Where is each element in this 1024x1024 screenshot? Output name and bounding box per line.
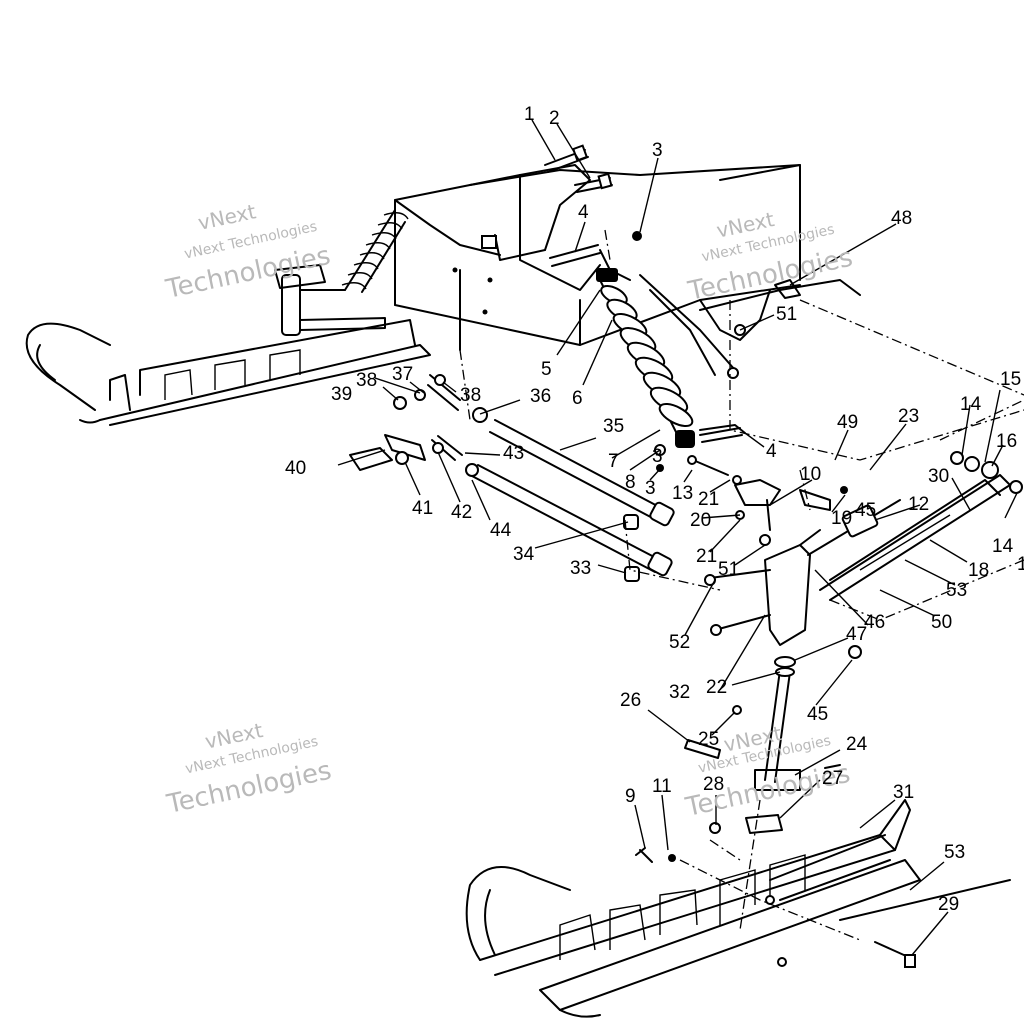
part-label: 29 (938, 894, 959, 915)
part-label: 35 (603, 416, 624, 437)
steering-arm (684, 645, 862, 834)
left-ski (25, 319, 431, 426)
part-label: 7 (608, 451, 619, 472)
ski-spindle (704, 499, 901, 646)
label-leaders (337, 119, 1018, 956)
part-label: 6 (572, 388, 583, 409)
part-label: 1 (1017, 554, 1024, 575)
part-label: 45 (855, 500, 876, 521)
part-label: 14 (992, 536, 1014, 557)
part-label: 21 (698, 489, 719, 510)
part-label: 22 (706, 677, 727, 698)
part-label: 38 (460, 385, 481, 406)
part-label: 3 (652, 446, 663, 467)
part-label: 5 (541, 359, 552, 380)
assembly-centerlines (459, 229, 1024, 941)
part-label: 14 (960, 394, 982, 415)
part-label: 46 (864, 612, 885, 633)
part-label: 16 (996, 431, 1017, 452)
part-label: 40 (285, 458, 306, 479)
part-label: 34 (513, 544, 535, 565)
part-label: 23 (898, 406, 919, 427)
part-label: 52 (669, 632, 690, 653)
part-label: 26 (620, 690, 641, 711)
part-label: 20 (690, 510, 711, 531)
part-label: 9 (625, 786, 636, 807)
part-label: 44 (490, 520, 512, 541)
part-label: 50 (931, 612, 952, 633)
part-label: 53 (946, 580, 967, 601)
part-label: 48 (891, 208, 912, 229)
part-label: 15 (1000, 369, 1021, 390)
part-label: 21 (696, 546, 717, 567)
part-label: 43 (503, 443, 524, 464)
watermark-top-left: vNext vNext Technologies Technologies (162, 199, 333, 305)
part-label: 12 (908, 494, 929, 515)
watermark-top-right: vNext vNext Technologies Technologies (685, 207, 856, 307)
part-label: 51 (776, 304, 797, 325)
watermark-bottom-right: vNext vNext Technologies Technologies (682, 721, 853, 823)
part-label: 13 (672, 483, 693, 504)
part-label: 11 (652, 776, 672, 797)
right-ski (465, 799, 1011, 1018)
part-label: 8 (625, 472, 636, 493)
part-label: 39 (331, 384, 352, 405)
left-shock-spring (341, 209, 409, 293)
part-label: 4 (578, 202, 589, 223)
upper-control-arm (639, 274, 861, 379)
part-label: 32 (669, 682, 690, 703)
part-label: 49 (837, 412, 858, 433)
part-label: 19 (831, 508, 852, 529)
part-label: 25 (698, 729, 719, 750)
part-label: 42 (451, 502, 472, 523)
tie-rods (471, 419, 675, 582)
part-label: 4 (766, 441, 777, 462)
part-label: 45 (807, 704, 828, 725)
watermark-bottom-left: vNext vNext Technologies Technologies (163, 718, 334, 820)
part-number-labels: 1 2 3 4 48 51 5 6 15 14 16 30 14 1 49 23… (285, 104, 1024, 915)
chassis-frame (394, 164, 801, 351)
part-label: 18 (968, 560, 989, 581)
watermark-brand: vNext (196, 199, 258, 235)
left-spindle-arms (274, 264, 386, 336)
part-label: 28 (703, 774, 724, 795)
center-shock-absorber (596, 249, 695, 448)
part-label: 24 (846, 734, 868, 755)
part-label: 30 (928, 466, 949, 487)
part-label: 27 (822, 768, 843, 789)
part-label: 53 (944, 842, 965, 863)
part-label: 2 (549, 108, 560, 129)
steering-hardware (349, 374, 488, 477)
part-label: 10 (800, 464, 821, 485)
part-label: 51 (718, 559, 739, 580)
part-label: 3 (645, 478, 656, 499)
part-label: 41 (412, 498, 433, 519)
radius-rod (819, 451, 1023, 601)
part-label: 1 (524, 104, 535, 125)
part-label: 33 (570, 558, 591, 579)
part-label: 38 (356, 370, 377, 391)
part-label: 3 (652, 140, 663, 161)
part-label: 36 (530, 386, 551, 407)
part-label: 31 (893, 782, 914, 803)
part-label: 47 (846, 624, 867, 645)
part-label: 37 (392, 364, 413, 385)
